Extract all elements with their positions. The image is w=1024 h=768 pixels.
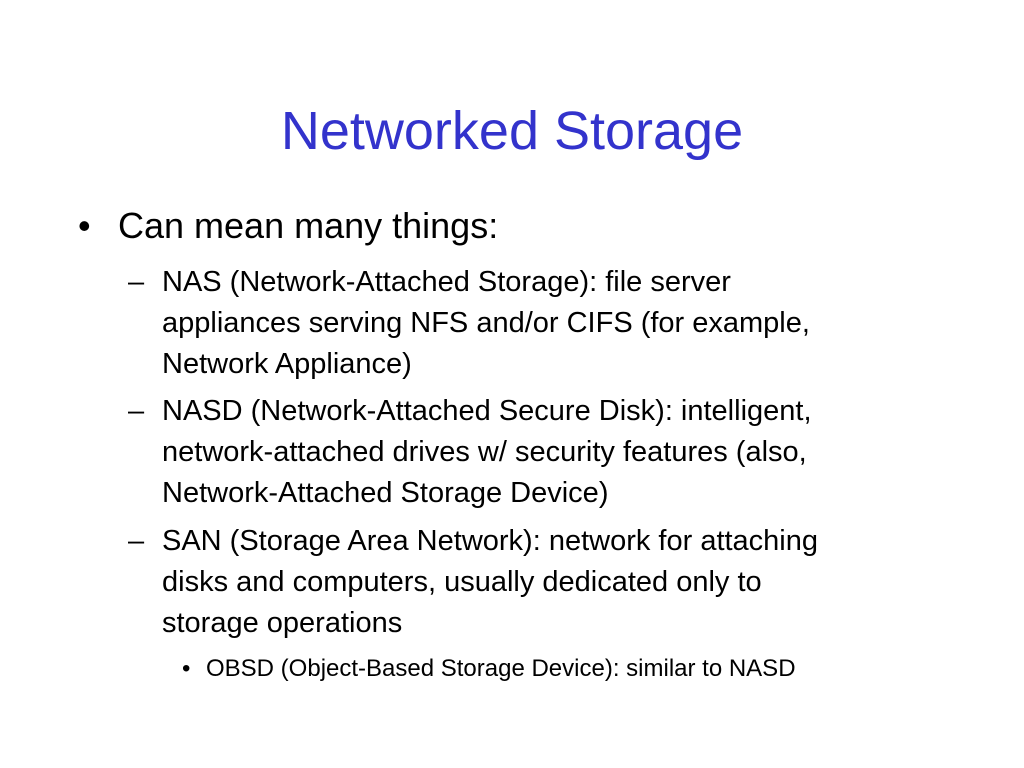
text-line: NAS (Network-Attached Storage): file ser… [162,266,731,298]
sub-item-text: NAS (Network-Attached Storage): file ser… [162,262,948,385]
text-line: disks and computers, usually dedicated o… [162,566,762,598]
bullet-marker: • [182,655,191,682]
bullet-text: Can mean many things: [118,205,499,246]
bullet-marker: • [78,205,91,246]
dash-marker: – [128,525,145,557]
text-line: SAN (Storage Area Network): network for … [162,525,819,557]
sub-item-text: SAN (Storage Area Network): network for … [162,521,948,644]
sub-sub-item-text: OBSD (Object-Based Storage Device): simi… [206,655,796,682]
sub-item-text: NASD (Network-Attached Secure Disk): int… [162,391,948,514]
text-line: network-attached drives w/ security feat… [162,436,807,468]
text-line: appliances serving NFS and/or CIFS (for … [162,307,810,339]
text-line: storage operations [162,607,403,639]
dash-marker: – [128,395,145,427]
slide-title: Networked Storage [280,101,744,161]
text-line: Network Appliance) [162,348,412,380]
text-line: NASD (Network-Attached Secure Disk): int… [162,395,812,427]
text-line: Network-Attached Storage Device) [162,477,609,509]
dash-marker: – [128,266,145,298]
